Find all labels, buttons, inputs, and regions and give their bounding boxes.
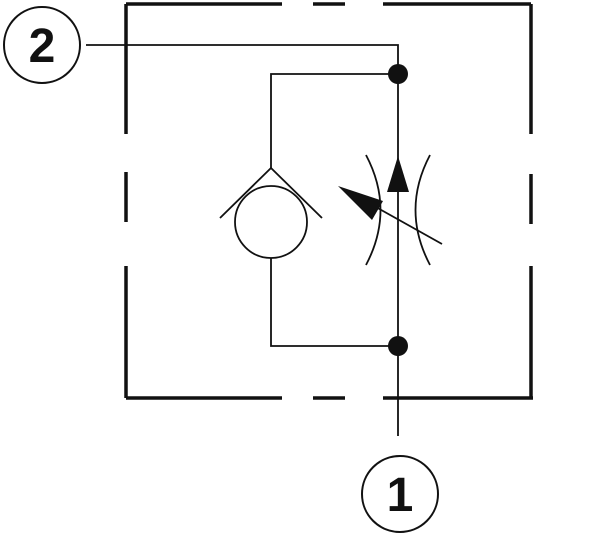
valve-envelope xyxy=(124,2,533,400)
port-2-text: 2 xyxy=(29,20,56,73)
throttle-right-arc xyxy=(414,154,431,266)
port-1-text: 1 xyxy=(387,469,414,522)
check-valve-bypass-line xyxy=(270,73,398,168)
port-1-label: 1 xyxy=(361,455,439,533)
check-valve-symbol xyxy=(219,166,323,259)
check-valve-seat xyxy=(219,166,323,219)
junction-dot-top xyxy=(388,64,408,84)
port-2-circle xyxy=(3,6,81,84)
port-2-leader-line xyxy=(86,44,399,74)
adjust-arrow-head-icon xyxy=(338,186,383,220)
port-2-label: 2 xyxy=(3,6,81,84)
flow-direction-arrow-icon xyxy=(387,156,409,192)
check-valve-return-line xyxy=(270,258,398,347)
junction-dot-bottom xyxy=(388,336,408,356)
flow-control-symbol xyxy=(338,154,443,266)
port-1-circle xyxy=(361,455,439,533)
check-valve-ball xyxy=(234,185,308,259)
